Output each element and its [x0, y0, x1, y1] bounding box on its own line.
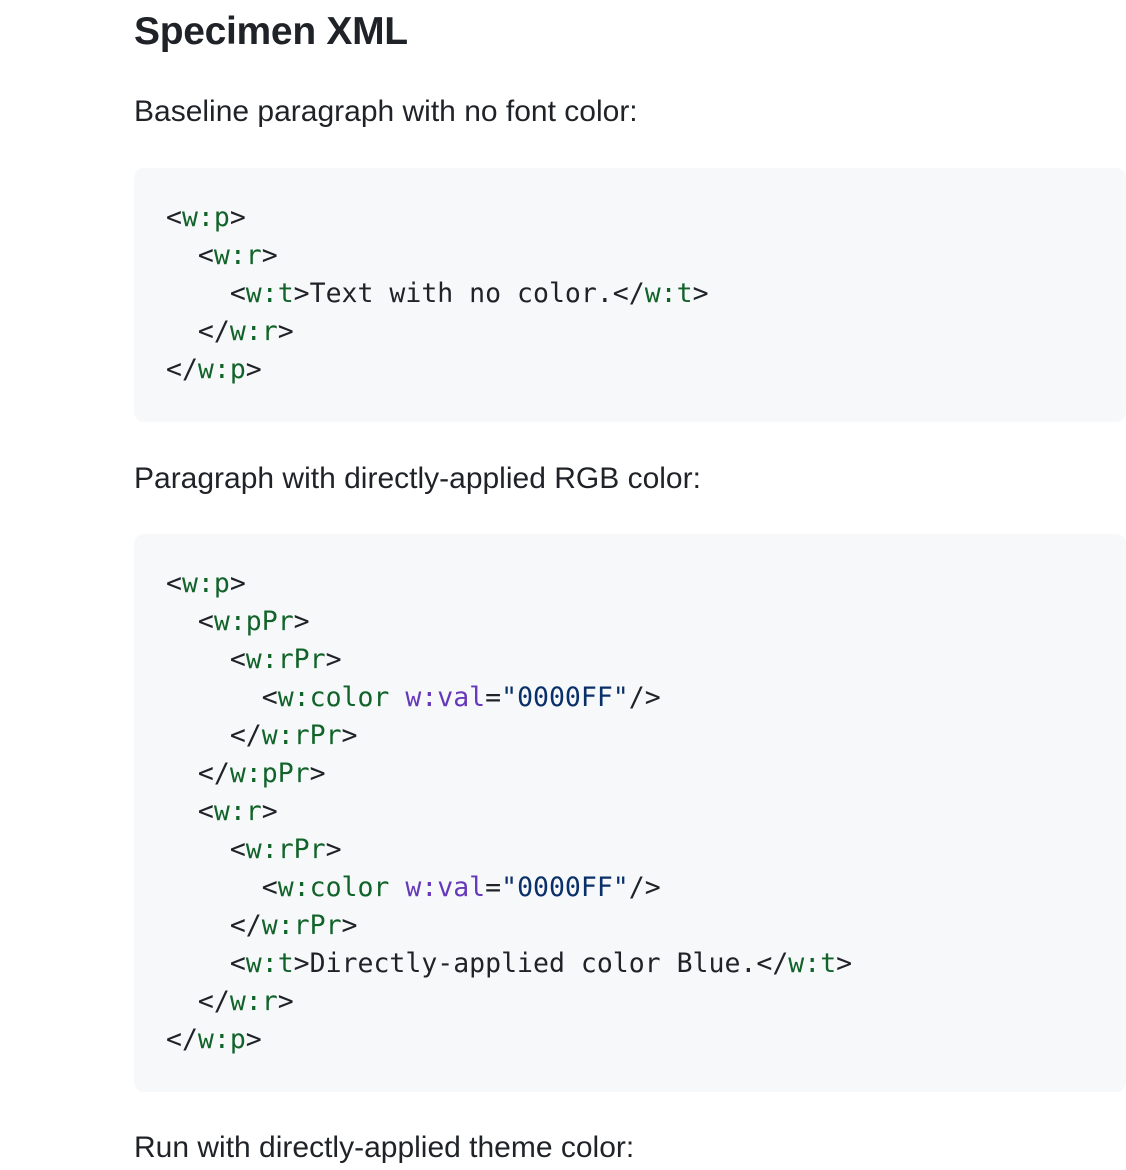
code-line: </w:p>	[166, 354, 262, 385]
page-heading: Specimen XML	[134, 10, 408, 53]
code-line: </w:p>	[166, 1024, 262, 1055]
code-line: </w:r>	[197, 316, 294, 347]
code-line: <w:color w:val="0000FF"/>	[261, 872, 661, 903]
code-line: <w:rPr>	[229, 834, 342, 865]
code-line: </w:r>	[197, 986, 294, 1017]
code-block-rgb-color: <w:p> <w:pPr> <w:rPr> <w:color w:val="00…	[134, 534, 1126, 1092]
code-line: <w:t>Text with no color.</w:t>	[229, 278, 709, 309]
code-line: <w:r>	[197, 796, 278, 827]
code-line: </w:pPr>	[197, 758, 326, 789]
code-line: <w:p>	[166, 202, 246, 233]
code-block-baseline: <w:p> <w:r> <w:t>Text with no color.</w:…	[134, 168, 1126, 422]
code-line: <w:color w:val="0000FF"/>	[261, 682, 661, 713]
code-line: <w:pPr>	[197, 606, 310, 637]
paragraph-rgb-color: Paragraph with directly-applied RGB colo…	[134, 462, 701, 495]
paragraph-baseline: Baseline paragraph with no font color:	[134, 95, 638, 128]
code-line: </w:rPr>	[229, 910, 358, 941]
code-line: <w:p>	[166, 568, 246, 599]
paragraph-theme-color: Run with directly-applied theme color:	[134, 1131, 635, 1164]
code-line: </w:rPr>	[229, 720, 358, 751]
code-line: <w:t>Directly-applied color Blue.</w:t>	[229, 948, 853, 979]
code-line: <w:r>	[197, 240, 278, 271]
code-line: <w:rPr>	[229, 644, 342, 675]
